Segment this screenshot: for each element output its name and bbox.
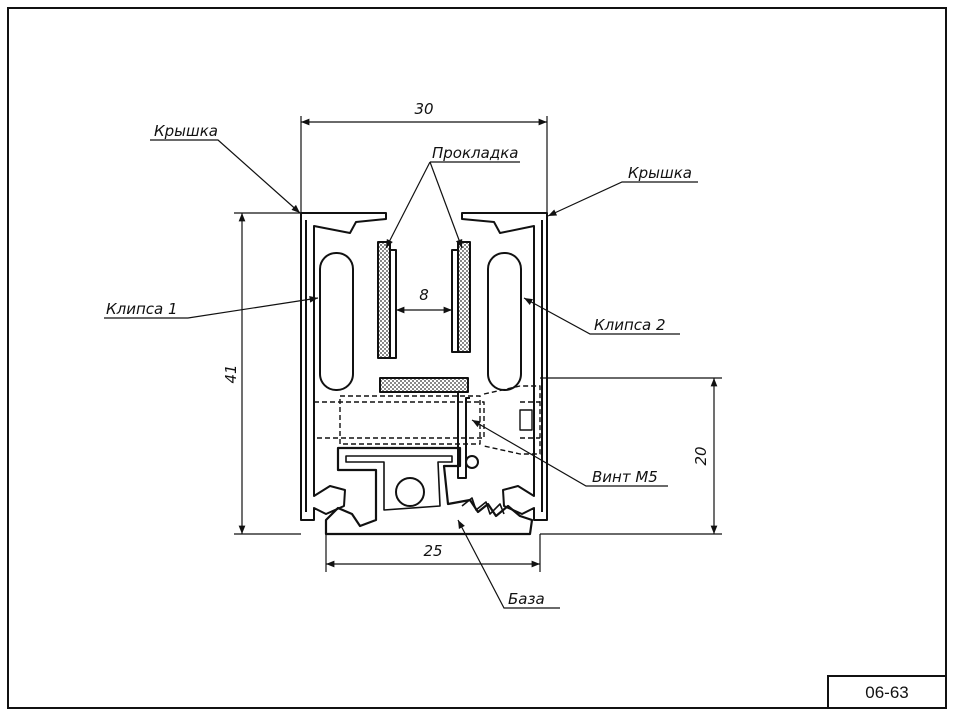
leader-screw xyxy=(471,419,668,487)
leader-clip-2 xyxy=(523,297,680,335)
inner-right-wall xyxy=(451,249,458,353)
base-teeth xyxy=(461,497,505,515)
label-screw: Винт М5 xyxy=(592,468,658,486)
base-pin xyxy=(465,455,479,469)
label-cover-right: Крышка xyxy=(628,164,692,182)
dim-total-height: 41 xyxy=(222,364,240,383)
leader-cover-left xyxy=(150,139,301,214)
leader-base xyxy=(457,519,560,609)
gasket-right xyxy=(457,241,471,353)
leader-clip-1 xyxy=(104,295,319,319)
dim-gap: 8 xyxy=(419,286,429,304)
right-cover xyxy=(461,212,548,521)
drawing-code: 06-63 xyxy=(865,683,908,702)
center-stem xyxy=(457,392,470,479)
dim-total-width: 30 xyxy=(414,100,433,118)
profile-assembly xyxy=(300,212,548,536)
gasket-left xyxy=(377,241,391,359)
screw-head-mark xyxy=(519,409,533,431)
code-box xyxy=(827,675,947,709)
label-clip-1: Клипса 1 xyxy=(106,300,178,318)
inner-left-wall xyxy=(390,249,397,359)
left-cover xyxy=(300,212,387,521)
leaders xyxy=(104,139,698,609)
dimensions xyxy=(234,116,722,572)
dim-lower-height: 20 xyxy=(692,446,710,465)
label-clip-2: Клипса 2 xyxy=(594,316,666,334)
clip-1-slot xyxy=(319,252,354,391)
leader-cover-right xyxy=(547,181,698,217)
drawing-frame xyxy=(7,7,947,709)
clip-2-slot xyxy=(487,252,522,391)
dim-base-width: 25 xyxy=(423,542,442,560)
screw-m5 xyxy=(313,385,541,455)
gasket-bottom xyxy=(379,377,469,393)
label-gasket: Прокладка xyxy=(432,144,518,162)
base-hole xyxy=(395,477,425,507)
label-cover-left: Крышка xyxy=(154,122,218,140)
base-body xyxy=(324,446,534,536)
label-base: База xyxy=(508,590,545,608)
base-inner xyxy=(345,455,453,511)
